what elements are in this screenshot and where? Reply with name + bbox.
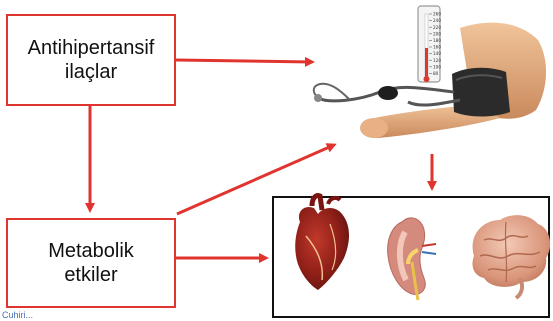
kidney-icon <box>388 218 436 300</box>
gauge-tick-label: 240 <box>433 18 441 23</box>
gauge-tick-label: 80 <box>433 71 439 76</box>
gauge-tick-label: 200 <box>433 31 441 36</box>
footer-caption: Cuhiri... <box>2 309 33 321</box>
gauge-tick-label: 220 <box>433 25 441 30</box>
blood-pressure-cuff-icon <box>314 6 546 138</box>
gauge-tick-label: 140 <box>433 51 441 56</box>
brain-icon <box>472 215 550 298</box>
arrow-anti-to-bp <box>176 60 312 62</box>
gauge-tick-label: 260 <box>433 12 441 17</box>
gauge-tick-label: 100 <box>433 64 441 69</box>
gauge-tick-label: 120 <box>433 58 441 63</box>
gauge-tick-label: 180 <box>433 38 441 43</box>
gauge-tick-label: 160 <box>433 45 441 50</box>
heart-icon <box>295 195 349 290</box>
